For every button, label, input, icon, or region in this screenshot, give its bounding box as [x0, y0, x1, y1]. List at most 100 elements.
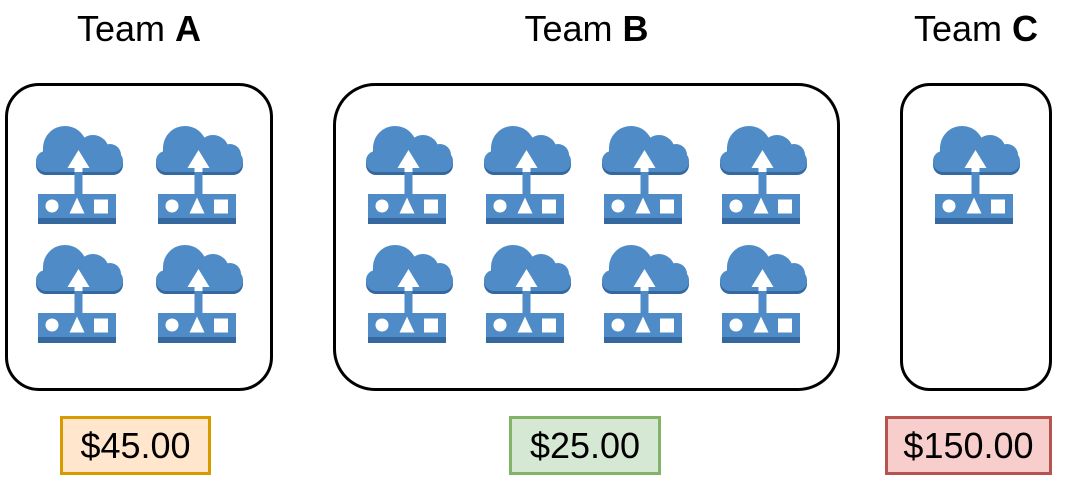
circle-glyph	[45, 318, 58, 332]
upload-stem	[971, 168, 979, 195]
team-b-title-letter: B	[622, 8, 649, 49]
media-bar	[722, 313, 800, 343]
team-b-price-label: $25.00	[529, 424, 641, 466]
cloud-upload-icon	[366, 245, 453, 343]
upload-stem	[74, 168, 82, 195]
team-c-price-tag: $150.00	[885, 416, 1052, 475]
team-a-title: Team A	[5, 8, 273, 49]
media-bar	[486, 194, 564, 224]
circle-glyph	[729, 199, 743, 213]
triangle-glyph	[635, 316, 651, 333]
up-arrow-icon	[187, 150, 209, 172]
media-bar	[722, 194, 800, 224]
triangle-glyph	[189, 316, 204, 333]
triangle-glyph	[189, 197, 204, 214]
square-glyph	[660, 318, 674, 333]
square-glyph	[93, 199, 108, 214]
team-c-title-prefix: Team	[913, 8, 1002, 49]
square-glyph	[660, 199, 674, 214]
upload-stem	[640, 168, 649, 195]
media-bar	[37, 194, 116, 224]
team-a-title-prefix: Team	[76, 8, 165, 49]
upload-stem	[404, 168, 413, 195]
cloud-upload-icon	[720, 245, 807, 343]
square-glyph	[542, 199, 556, 214]
cloud-shape	[366, 245, 453, 291]
triangle-glyph	[753, 316, 769, 333]
upload-stem	[194, 287, 202, 314]
cloud-upload-icon	[602, 126, 689, 224]
square-glyph	[424, 318, 438, 333]
team-c-title-letter: C	[1012, 8, 1039, 49]
team-c-title: Team C	[900, 8, 1052, 49]
square-glyph	[213, 318, 228, 333]
upload-stem	[758, 287, 767, 314]
up-arrow-icon	[397, 269, 420, 291]
upload-stem	[194, 168, 202, 195]
circle-glyph	[729, 318, 743, 332]
team-b-title-prefix: Team	[524, 8, 613, 49]
team-c-container	[900, 83, 1052, 391]
cloud-upload-icon	[602, 245, 689, 343]
circle-glyph	[165, 199, 178, 213]
triangle-glyph	[69, 316, 84, 333]
cloud-upload-icon	[484, 126, 571, 224]
upload-stem	[758, 168, 767, 195]
circle-glyph	[375, 318, 389, 332]
up-arrow-icon	[633, 150, 656, 172]
square-glyph	[990, 199, 1005, 214]
upload-stem	[640, 287, 649, 314]
square-glyph	[778, 318, 792, 333]
up-arrow-icon	[751, 269, 774, 291]
team-b-price-tag: $25.00	[509, 416, 661, 475]
upload-stem	[522, 287, 531, 314]
team-a-price-label: $45.00	[80, 424, 191, 466]
circle-glyph	[493, 199, 507, 213]
circle-glyph	[493, 318, 507, 332]
media-bar	[368, 194, 446, 224]
triangle-glyph	[517, 316, 533, 333]
media-bar	[934, 194, 1013, 224]
team-c-price-label: $150.00	[903, 424, 1034, 466]
team-a-container	[5, 83, 273, 391]
square-glyph	[93, 318, 108, 333]
up-arrow-icon	[397, 150, 420, 172]
media-bar	[604, 194, 682, 224]
cloud-upload-icon	[366, 126, 453, 224]
circle-glyph	[942, 199, 955, 213]
triangle-glyph	[517, 197, 533, 214]
up-arrow-icon	[633, 269, 656, 291]
square-glyph	[424, 199, 438, 214]
team-a-price-tag: $45.00	[60, 416, 211, 475]
up-arrow-icon	[515, 150, 538, 172]
cloud-upload-icon	[720, 126, 807, 224]
media-bar	[157, 313, 236, 343]
cloud-upload-icon	[155, 126, 243, 224]
up-arrow-icon	[187, 269, 209, 291]
triangle-glyph	[966, 197, 981, 214]
triangle-glyph	[399, 316, 415, 333]
cloud-upload-icon	[35, 126, 123, 224]
circle-glyph	[165, 318, 178, 332]
cloud-upload-icon	[155, 245, 243, 343]
media-bar	[486, 313, 564, 343]
triangle-glyph	[69, 197, 84, 214]
cloud-upload-icon	[932, 126, 1020, 224]
media-bar	[368, 313, 446, 343]
up-arrow-icon	[67, 269, 89, 291]
circle-glyph	[611, 318, 625, 332]
triangle-glyph	[399, 197, 415, 214]
up-arrow-icon	[67, 150, 89, 172]
upload-stem	[74, 287, 82, 314]
square-glyph	[778, 199, 792, 214]
team-a-title-letter: A	[175, 8, 202, 49]
team-b-title: Team B	[333, 8, 840, 49]
circle-glyph	[611, 199, 625, 213]
cloud-upload-icon	[35, 245, 123, 343]
up-arrow-icon	[515, 269, 538, 291]
media-bar	[157, 194, 236, 224]
upload-stem	[522, 168, 531, 195]
square-glyph	[213, 199, 228, 214]
media-bar	[604, 313, 682, 343]
circle-glyph	[45, 199, 58, 213]
